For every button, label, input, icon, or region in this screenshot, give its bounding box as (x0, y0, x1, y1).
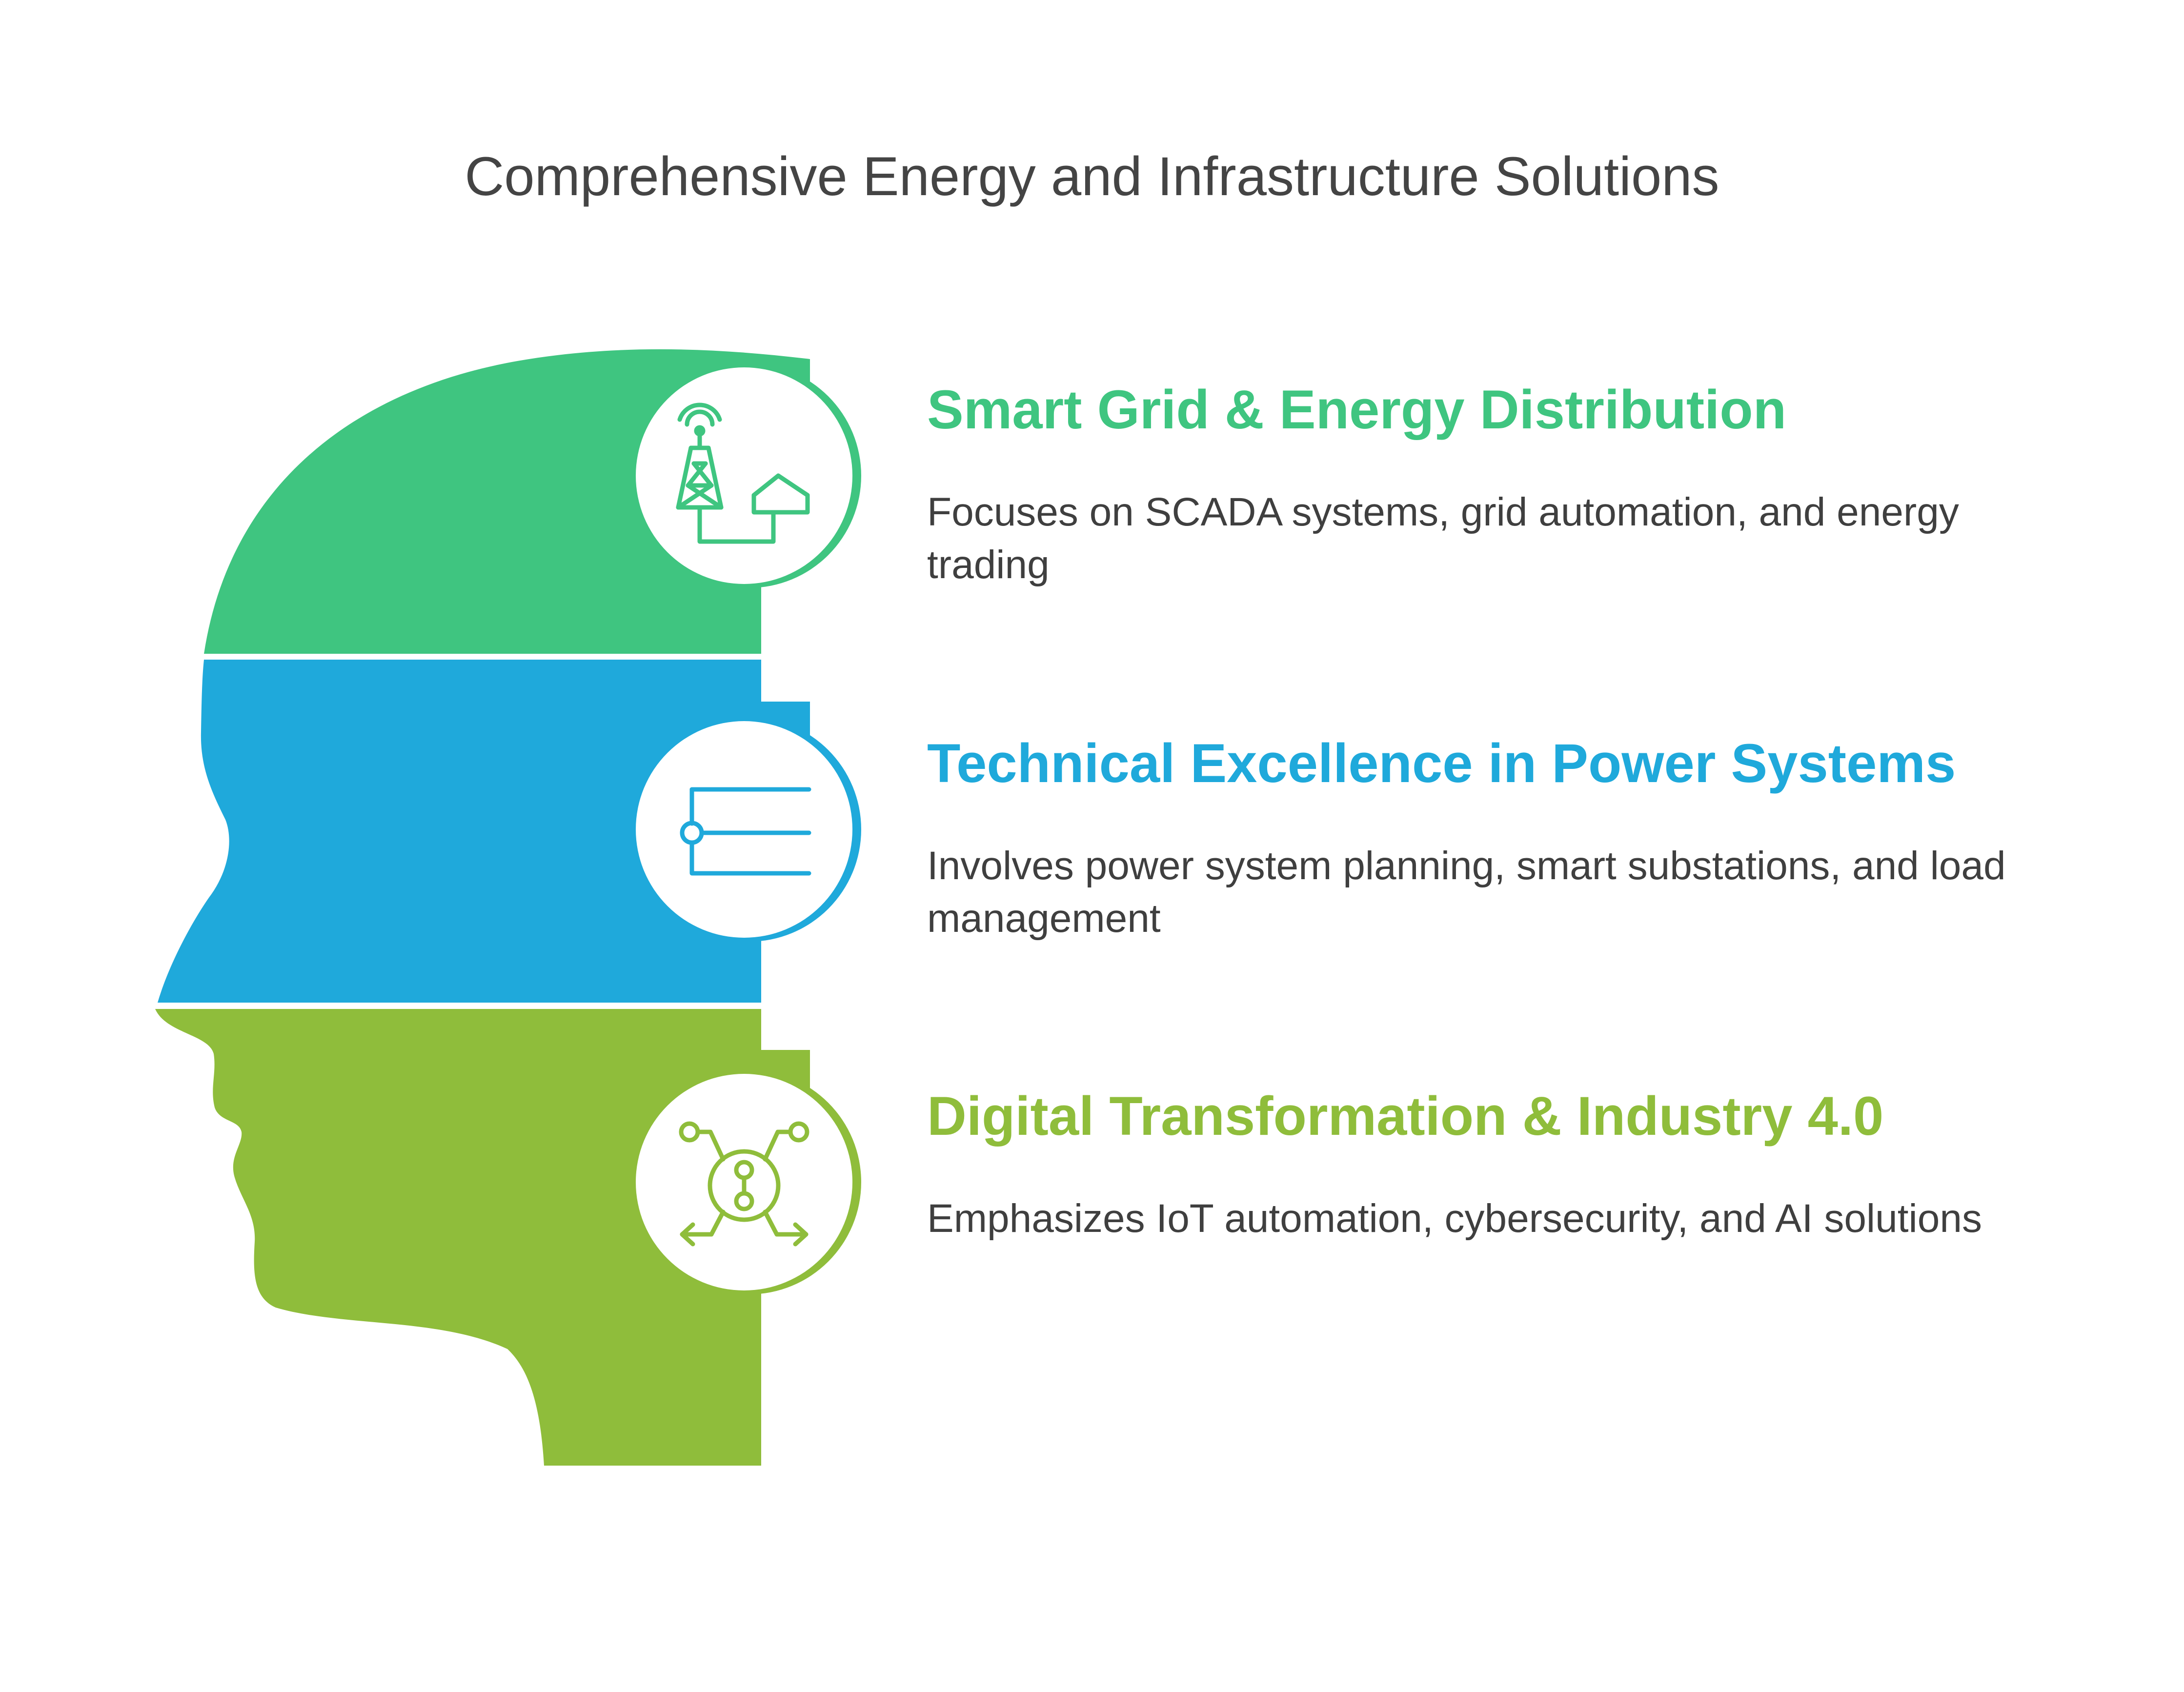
head-band-bottom (155, 1009, 810, 1466)
section-digital-transformation: Digital Transformation & Industry 4.0 Em… (927, 1082, 2137, 1245)
section-technical-excellence: Technical Excellence in Power Systems In… (927, 729, 2137, 945)
icon-circle-2 (636, 721, 852, 938)
head-band-middle (158, 660, 810, 1003)
section-heading-technical-excellence: Technical Excellence in Power Systems (927, 733, 1956, 794)
section-description-digital-transformation: Emphasizes IoT automation, cybersecurity… (927, 1196, 1982, 1241)
section-description-smart-grid: Focuses on SCADA systems, grid automatio… (927, 490, 1959, 587)
icon-circle-1 (636, 367, 852, 584)
page-title: Comprehensive Energy and Infrastructure … (465, 146, 1719, 207)
tower-house-icon (676, 403, 810, 544)
list-lines-icon (680, 787, 811, 876)
network-hub-icon (679, 1121, 809, 1247)
section-description-technical-excellence: Involves power system planning, smart su… (927, 844, 2006, 941)
section-heading-digital-transformation: Digital Transformation & Industry 4.0 (927, 1086, 1884, 1147)
section-smart-grid: Smart Grid & Energy Distribution Focuses… (927, 376, 2137, 591)
section-heading-smart-grid: Smart Grid & Energy Distribution (927, 379, 1787, 440)
